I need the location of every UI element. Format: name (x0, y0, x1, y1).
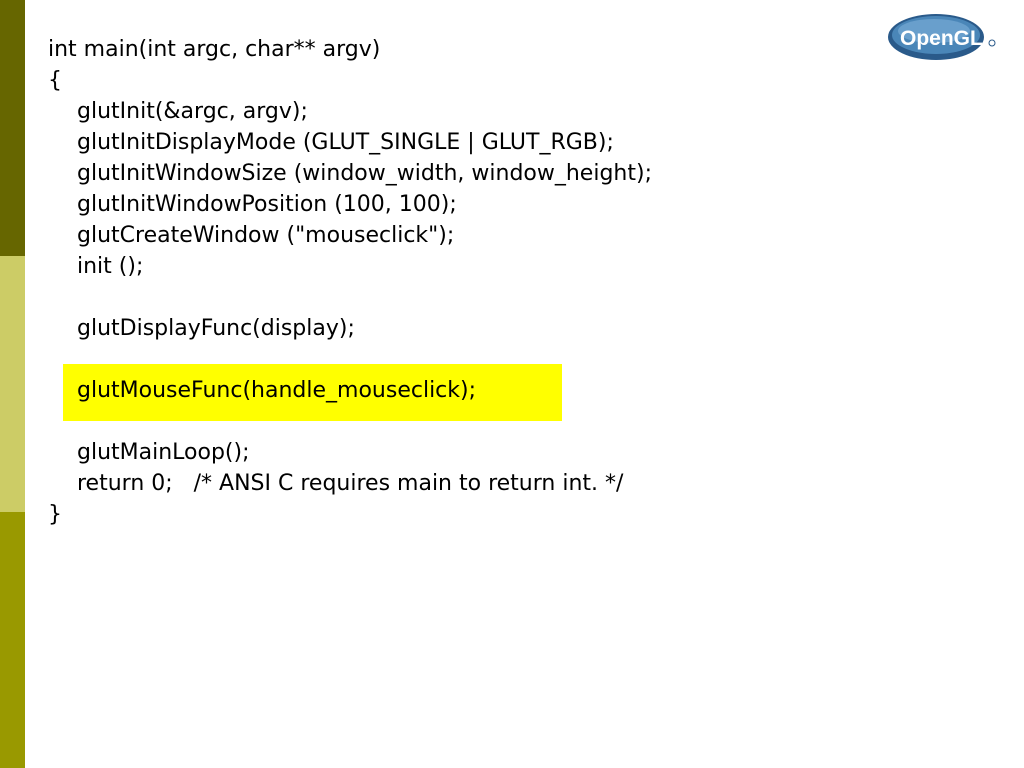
code-line-display-mode: glutInitDisplayMode (GLUT_SINGLE | GLUT_… (77, 130, 614, 155)
code-line-init: init (); (77, 254, 144, 279)
sidebar-band-top (0, 0, 25, 256)
code-line-blank (48, 282, 908, 313)
svg-text:OpenGL: OpenGL (900, 27, 983, 50)
code-block: int main(int argc, char** argv) { glutIn… (48, 34, 908, 530)
code-line-return: return 0; /* ANSI C requires main to ret… (77, 471, 624, 496)
code-line-blank (48, 406, 908, 437)
code-line-close-brace: } (48, 502, 62, 527)
sidebar-band-bottom (0, 512, 25, 768)
code-line-signature: int main(int argc, char** argv) (48, 37, 381, 62)
highlight-box (63, 364, 562, 421)
code-line-window-size: glutInitWindowSize (window_width, window… (77, 161, 652, 186)
code-line-open-brace: { (48, 68, 62, 93)
code-line-create-window: glutCreateWindow ("mouseclick"); (77, 223, 455, 248)
sidebar-band-middle (0, 256, 25, 512)
code-line-window-position: glutInitWindowPosition (100, 100); (77, 192, 457, 217)
code-line-main-loop: glutMainLoop(); (77, 440, 250, 465)
opengl-logo-icon: OpenGL (886, 11, 998, 63)
code-line-mouse-func: glutMouseFunc(handle_mouseclick); (77, 378, 477, 403)
code-line-glutinit: glutInit(&argc, argv); (77, 99, 308, 124)
code-line-blank (48, 344, 908, 375)
code-line-display-func: glutDisplayFunc(display); (77, 316, 355, 341)
